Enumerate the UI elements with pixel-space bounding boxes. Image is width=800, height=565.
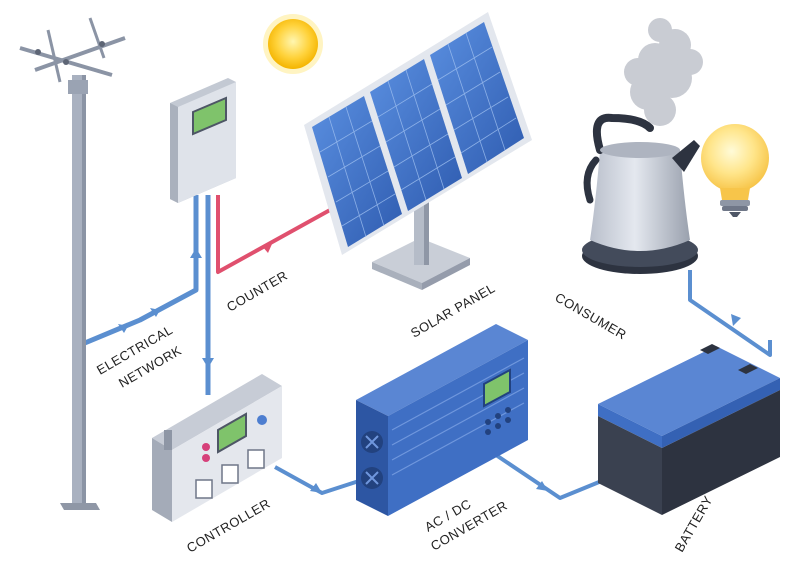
counter-screen xyxy=(192,96,227,136)
wires xyxy=(74,90,772,500)
controller-led-red xyxy=(202,454,210,462)
arrow-right-icon xyxy=(536,481,548,491)
controller-terminal xyxy=(247,449,265,469)
label-counter: COUNTER xyxy=(224,268,290,315)
controller-led-blue xyxy=(257,415,267,425)
controller xyxy=(152,374,282,522)
wire-battery-to-consumer xyxy=(688,270,772,357)
red-arrow-icon xyxy=(262,244,272,253)
fan-icon xyxy=(361,431,383,453)
solar-panel xyxy=(304,12,532,290)
label-consumer: CONSUMER xyxy=(553,290,630,343)
battery-terminal xyxy=(738,364,758,374)
converter-screen xyxy=(483,368,511,408)
battery-terminal xyxy=(700,344,720,354)
arrow-down-icon xyxy=(202,358,214,368)
kettle-icon xyxy=(582,18,703,274)
sun-icon xyxy=(263,14,323,74)
counter-meter xyxy=(170,78,236,203)
steam xyxy=(624,18,703,126)
arrow-up-icon xyxy=(190,248,202,258)
arrow-up-icon xyxy=(731,314,741,326)
arrow-right-icon xyxy=(150,308,160,317)
wire-converter-to-battery xyxy=(491,451,605,500)
controller-terminal xyxy=(195,479,213,499)
wire-solar-to-counter xyxy=(216,195,331,274)
arrow-right-icon xyxy=(118,324,128,333)
battery xyxy=(598,344,780,515)
controller-led-red xyxy=(202,443,210,451)
ac-dc-converter xyxy=(356,324,528,516)
controller-screen xyxy=(217,412,247,454)
light-bulb-icon xyxy=(701,124,769,217)
controller-terminal xyxy=(221,464,239,484)
power-pole-icon xyxy=(19,17,126,510)
arrow-right-icon xyxy=(310,483,322,493)
fan-icon xyxy=(361,467,383,489)
